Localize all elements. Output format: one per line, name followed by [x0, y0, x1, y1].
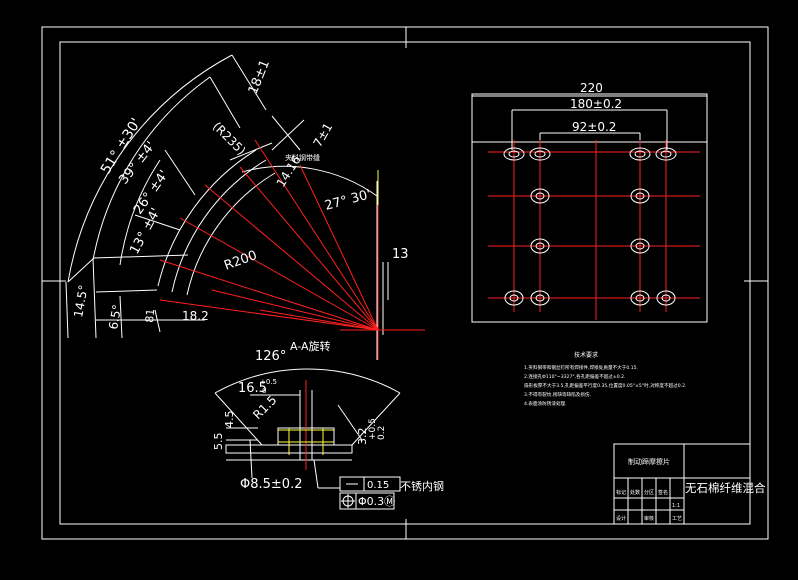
fcf-value-2: Φ0.3Ⓜ	[358, 495, 395, 508]
part-name: 制动蹄摩擦片	[628, 457, 670, 466]
angle-14-5-label: 14.5°	[71, 284, 90, 319]
scale-value: 1:1	[672, 503, 680, 509]
dim-3-2-label: 3.2	[356, 428, 369, 446]
dim-18-2-label: 18.2	[182, 309, 209, 323]
note-line-4: 3.不得有裂纹,残缺等缺陷及损伤.	[524, 391, 591, 398]
dim-81-label: 81	[143, 308, 157, 323]
angle-126-label: 126°	[255, 349, 286, 364]
drawing-name: 无石棉纤维混合	[685, 481, 766, 495]
dim-27-label: 27° 30'	[323, 187, 373, 214]
angle-6-5-label: 6.5°	[106, 303, 124, 330]
feature-control-frame: 0.15 不锈内钢 Φ0.3Ⓜ	[339, 476, 444, 510]
dim-5-5-label: 5.5	[212, 433, 225, 451]
row2-label-0: 设计	[616, 515, 626, 522]
fan-view: 51° ±30' 39° ±4' 26° ±4' 13° ±4' 14.5° 6…	[65, 54, 425, 360]
row2-label-1: 审核	[644, 515, 654, 522]
row-label-1: 处数	[630, 489, 640, 496]
tol-upper-label: +0.5	[260, 378, 277, 386]
r235-label: (R235)	[210, 119, 249, 158]
center-lines	[159, 139, 425, 360]
section-title: A-A旋转	[290, 339, 331, 353]
dim-4-5-label: 4.5	[223, 411, 236, 429]
dim-13-label: 13	[392, 247, 409, 262]
fcf-value-1: 0.15	[367, 480, 389, 491]
diameter-8-5-label: Φ8.5±0.2	[240, 477, 302, 492]
dim-18-label: 18±1	[246, 58, 273, 97]
width-180-label: 180±0.2	[570, 97, 622, 111]
fcf-note-1: 不锈内钢	[400, 479, 444, 493]
note-line-2: 2.连接孔Φ110°~3327°,各孔距偏差不超过±0.2.	[524, 373, 626, 380]
row-label-0: 标记	[616, 489, 626, 496]
section-view: A-A旋转 126° 16.5 +0.5 0 R1.5 5.5 4.5 +0.5…	[212, 339, 444, 510]
r200-label: R200	[222, 248, 259, 274]
title-block: 制动蹄摩擦片 无石棉纤维混合 标记 处数 分区 签名 1:1 设计 审核 工艺	[613, 443, 766, 525]
row2-label-2: 工艺	[672, 516, 682, 522]
drawing-frame	[41, 26, 769, 540]
note-line-1: 1.夹料钢带和钢丝钉所有焊接件,焊接处质量不大于0.15.	[524, 364, 638, 371]
dim-0-2-label: 0.2	[377, 426, 387, 440]
technical-notes: 技术要求 1.夹料钢带和钢丝钉所有焊接件,焊接处质量不大于0.15. 2.连接孔…	[524, 351, 687, 407]
slot-note-label: 夹料钢带缝	[285, 153, 320, 162]
notes-title: 技术要求	[574, 351, 598, 359]
dim-0-5-label: +0.5	[368, 418, 378, 440]
r1-label: R1.5	[250, 393, 279, 422]
note-line-3: 扇形板厚不大于3.5,孔距偏差平行度0.35,位置度0.05°±5°时,对称度不…	[524, 382, 687, 389]
mounting-holes	[503, 147, 677, 306]
tol-lower-label: 0	[262, 387, 266, 395]
width-220-label: 220	[580, 81, 603, 95]
note-line-5: 4.表面涂防锈漆处理.	[524, 400, 567, 407]
dim-7-label: 7±1	[310, 121, 335, 150]
plate-view: 220 180±0.2 92±0.2	[471, 81, 708, 323]
row-label-3: 签名	[658, 489, 668, 496]
dim-16-5-label: 16.5	[238, 381, 267, 396]
row-label-2: 分区	[644, 489, 654, 496]
width-92-label: 92±0.2	[572, 120, 616, 134]
